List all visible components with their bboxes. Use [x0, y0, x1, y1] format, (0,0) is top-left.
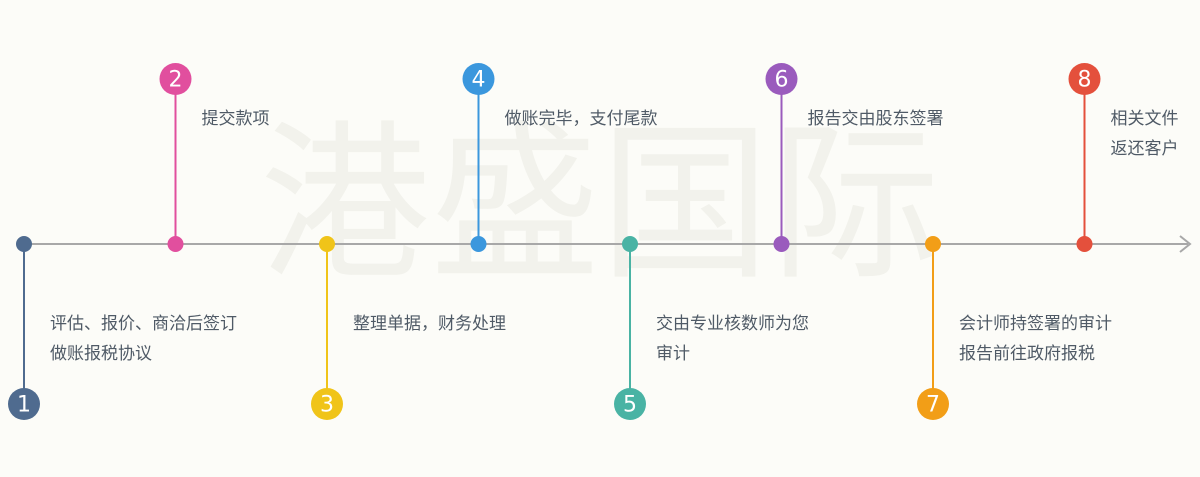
- step-number: 4: [472, 68, 486, 93]
- step-axis-dot: [470, 236, 487, 252]
- step-axis-dot: [167, 236, 184, 252]
- timeline-axis: [18, 235, 1192, 253]
- timeline-step: 2 提交款项: [159, 63, 270, 252]
- step-description-line: 会计师持签署的审计: [959, 314, 1112, 334]
- step-description-line: 整理单据，财务处理: [353, 314, 506, 334]
- step-description-line: 做账报税协议: [50, 344, 152, 364]
- step-number-badge: [1068, 63, 1101, 95]
- timeline-step: 6 报告交由股东签署: [765, 63, 944, 252]
- watermark-text: 港盛国际: [260, 106, 940, 304]
- step-number-badge: [917, 388, 949, 420]
- step-description-line: 相关文件: [1111, 109, 1179, 129]
- step-axis-dot: [925, 236, 941, 252]
- step-description-line: 报告交由股东签署: [808, 109, 944, 129]
- step-number: 1: [17, 393, 31, 418]
- step-number: 3: [320, 393, 334, 418]
- step-description-line: 评估、报价、商洽后签订: [50, 314, 237, 334]
- watermark: 港盛国际: [260, 106, 940, 304]
- step-number-badge: [8, 388, 40, 420]
- step-axis-dot: [773, 236, 790, 252]
- step-description-line: 返还客户: [1111, 139, 1179, 159]
- step-number-badge: [462, 63, 495, 95]
- step-number: 6: [775, 68, 789, 93]
- step-number: 8: [1078, 68, 1092, 93]
- step-number-badge: [311, 388, 343, 420]
- step-description-line: 报告前往政府报税: [959, 344, 1095, 364]
- step-axis-dot: [319, 236, 335, 252]
- step-axis-dot: [622, 236, 638, 252]
- step-description-line: 做账完毕，支付尾款: [505, 109, 658, 129]
- step-axis-dot: [1076, 236, 1093, 252]
- step-number-badge: [765, 63, 798, 95]
- step-number: 2: [169, 68, 183, 93]
- step-description-line: 交由专业核数师为您: [656, 314, 809, 334]
- timeline-arrow-icon: [1179, 235, 1192, 253]
- step-description-line: 提交款项: [202, 109, 270, 129]
- step-number-badge: [614, 388, 646, 420]
- step-number: 5: [623, 393, 637, 418]
- step-number-badge: [159, 63, 192, 95]
- timeline-step: 4 做账完毕，支付尾款: [462, 63, 658, 252]
- step-number: 7: [926, 393, 940, 418]
- step-description-line: 审计: [656, 344, 690, 364]
- timeline-step: 3 整理单据，财务处理: [311, 236, 506, 420]
- step-axis-dot: [16, 236, 32, 252]
